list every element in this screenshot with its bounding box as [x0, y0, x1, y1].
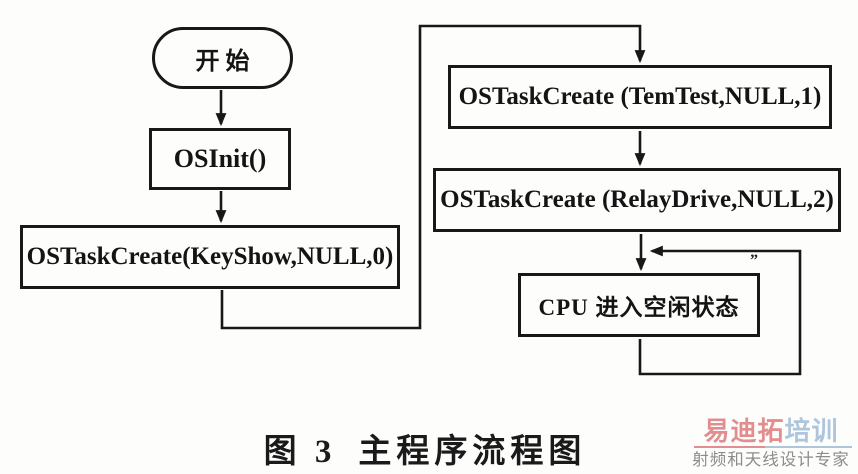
- watermark: 易迪拓培训 射频和天线设计专家: [686, 417, 856, 470]
- flow-node-cpu-idle: CPU 进入空闲状态: [518, 273, 760, 337]
- figure-caption-number: 图 3: [263, 434, 337, 470]
- figure-caption-title: 主程序流程图: [358, 434, 587, 470]
- watermark-underline: [694, 446, 852, 448]
- flow-node-start: 开始: [152, 27, 293, 89]
- watermark-logo-secondary: 培训: [784, 416, 839, 446]
- flow-node-temtest-label: OSTaskCreate (TemTest,NULL,1): [458, 83, 822, 110]
- flow-node-relaydrive: OSTaskCreate (RelayDrive,NULL,2): [433, 168, 841, 232]
- flow-node-keyshow-label: OSTaskCreate(KeyShow,NULL,0): [26, 243, 394, 270]
- flow-node-keyshow: OSTaskCreate(KeyShow,NULL,0): [20, 225, 400, 289]
- flow-node-temtest: OSTaskCreate (TemTest,NULL,1): [448, 65, 832, 129]
- flow-node-cpu-idle-label: CPU 进入空闲状态: [538, 295, 740, 320]
- flow-node-osinit: OSInit(): [149, 128, 291, 190]
- watermark-tagline: 射频和天线设计专家: [692, 450, 850, 469]
- watermark-logo-primary: 易迪拓: [703, 416, 785, 446]
- flow-node-relaydrive-label: OSTaskCreate (RelayDrive,NULL,2): [440, 186, 834, 213]
- flow-node-start-label: 开始: [195, 48, 256, 75]
- figure-caption: 图 3 主程序流程图: [0, 424, 850, 472]
- watermark-logo: 易迪拓培训: [686, 417, 856, 445]
- scan-artifact-mark: ”: [750, 252, 758, 269]
- flow-node-osinit-label: OSInit(): [173, 144, 267, 173]
